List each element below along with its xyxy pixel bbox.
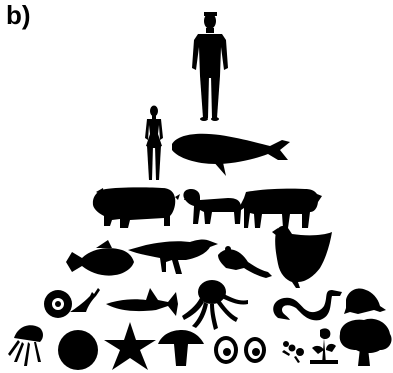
snail-silhouette bbox=[44, 288, 100, 318]
fish-silhouette bbox=[66, 240, 134, 276]
mushroom-silhouette bbox=[158, 330, 204, 366]
chicken-silhouette bbox=[272, 226, 332, 288]
jellyfish-silhouette bbox=[8, 325, 43, 366]
pig-silhouette bbox=[93, 187, 180, 228]
human-man-silhouette bbox=[192, 12, 228, 121]
bird-silhouette bbox=[128, 239, 218, 274]
small-plant-silhouette bbox=[310, 328, 338, 364]
octopus-silhouette bbox=[182, 280, 248, 330]
cow-silhouette bbox=[238, 189, 322, 228]
tree-silhouette bbox=[340, 319, 392, 366]
dog-silhouette bbox=[183, 189, 247, 224]
whale-silhouette bbox=[172, 134, 290, 176]
human-woman-silhouette bbox=[145, 106, 163, 181]
mouse-silhouette bbox=[218, 246, 272, 278]
yeast-cells-silhouette bbox=[214, 336, 266, 364]
ant-silhouette bbox=[282, 341, 304, 363]
frog-silhouette bbox=[344, 288, 386, 314]
shark-silhouette bbox=[106, 288, 178, 316]
snake-silhouette bbox=[273, 290, 342, 320]
starfish-silhouette bbox=[104, 322, 156, 370]
sea-urchin-silhouette bbox=[58, 330, 98, 370]
